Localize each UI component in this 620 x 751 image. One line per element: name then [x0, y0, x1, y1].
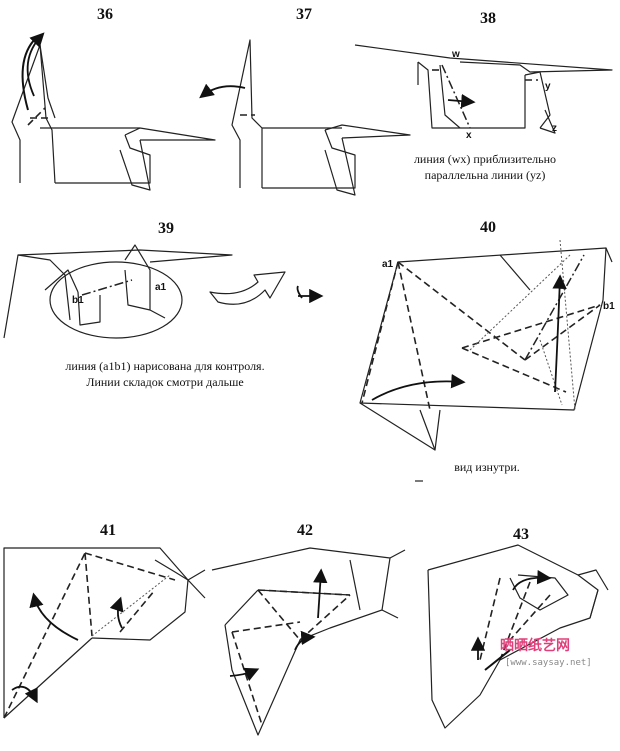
label-z: z — [552, 123, 557, 134]
step-40: 40 a1 b1 вид изнутри. — [359, 219, 615, 482]
label-a1-step39: a1 — [155, 282, 167, 293]
step-38: 38 w x y z линия (wx) приблизительно пар… — [354, 10, 613, 182]
label-y: y — [545, 81, 551, 92]
step-42: 42 — [211, 522, 406, 736]
step-number-39: 39 — [158, 220, 174, 237]
caption-39-line1: линия (a1b1) нарисована для контроля. — [65, 359, 264, 373]
step-number-43: 43 — [513, 526, 529, 543]
label-x: x — [466, 130, 472, 141]
step-41: 41 — [3, 522, 206, 719]
step-37: 37 — [199, 6, 411, 196]
caption-39-line2: Линии складок смотри дальше — [86, 375, 243, 389]
step-number-42: 42 — [297, 522, 313, 539]
watermark: 晒晒纸艺网 [www.saysay.net] — [500, 637, 592, 668]
watermark-url: [www.saysay.net] — [505, 658, 592, 668]
step-number-40: 40 — [480, 219, 496, 236]
step-43: 43 — [427, 526, 609, 729]
caption-40: вид изнутри. — [454, 460, 520, 474]
label-b1-step40: b1 — [603, 301, 615, 312]
step-number-38: 38 — [480, 10, 496, 27]
step-39: 39 b1 a1 линия (a1b1) нарисована для кон… — [3, 220, 324, 389]
watermark-brand: 晒晒纸艺网 — [500, 637, 570, 654]
caption-38-line2: параллельна линии (yz) — [425, 168, 546, 182]
label-a1-step40: a1 — [382, 259, 394, 270]
label-b1-step39: b1 — [72, 295, 84, 306]
step-number-41: 41 — [100, 522, 116, 539]
caption-38-line1: линия (wx) приблизительно — [414, 152, 556, 166]
step-36: 36 — [11, 6, 216, 191]
step-number-36: 36 — [97, 6, 113, 23]
label-w: w — [451, 49, 460, 60]
step-number-37: 37 — [296, 6, 312, 23]
